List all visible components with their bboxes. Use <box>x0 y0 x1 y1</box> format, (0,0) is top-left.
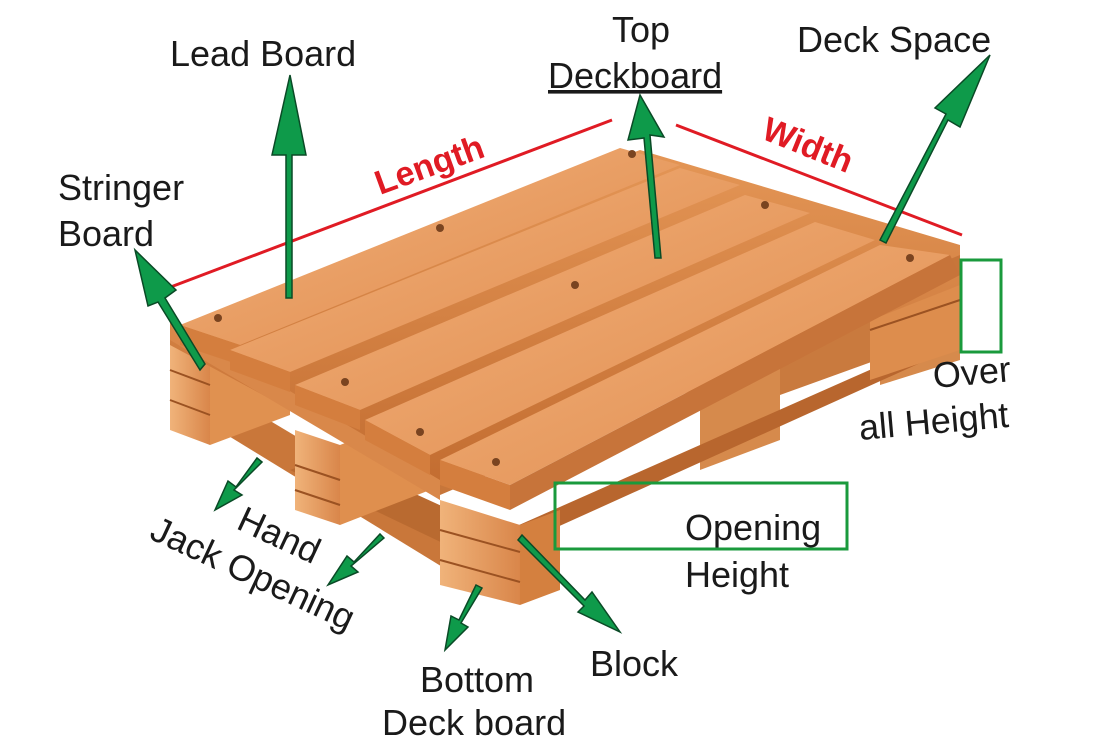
arrows <box>133 54 991 653</box>
block-arrow <box>516 533 623 634</box>
top-deckboard-1 <box>180 148 680 365</box>
over-all-height-label-line1: Over <box>931 348 1012 396</box>
bottom-deck-board-label-line2: Deck board <box>382 702 566 743</box>
top-deckboard-2 <box>230 168 740 392</box>
pallet <box>169 148 961 605</box>
top-deckboard-arrow <box>626 93 666 259</box>
lead-board-arrow <box>271 74 307 299</box>
top-deckboard-label-line2: Deckboard <box>548 55 722 96</box>
hand-jack-arrow-2 <box>326 532 386 587</box>
stringer-board-arrow <box>133 247 206 372</box>
top-deckboard-lead <box>440 245 960 510</box>
length-label: Length <box>370 128 489 202</box>
stringer-board-label-line1: Stringer <box>58 167 184 208</box>
width-label: Width <box>757 110 858 180</box>
block-label: Block <box>590 643 679 684</box>
over-all-height-label-line2: all Height <box>857 394 1010 448</box>
top-deckboard-label-line1: Top <box>612 9 670 50</box>
overall-height-box <box>959 258 1003 354</box>
bottom-deck-board-arrow <box>443 583 484 653</box>
top-deckboard-3 <box>295 195 810 430</box>
opening-height-box <box>553 481 849 551</box>
bottom-deck-board-label-line1: Bottom <box>420 659 534 700</box>
hand-jack-arrow-1 <box>213 456 264 512</box>
deck-space-arrow <box>878 54 991 245</box>
opening-height-label-line1: Opening <box>685 507 821 548</box>
length-line <box>167 118 613 290</box>
dimension-lines <box>167 118 963 290</box>
deck-space-label: Deck Space <box>797 19 991 60</box>
width-line <box>675 123 963 237</box>
top-deck-boards <box>180 148 960 510</box>
stringer-board-label-line2: Board <box>58 213 154 254</box>
opening-height-label-line2: Height <box>685 554 789 595</box>
lead-board-label: Lead Board <box>170 33 356 74</box>
